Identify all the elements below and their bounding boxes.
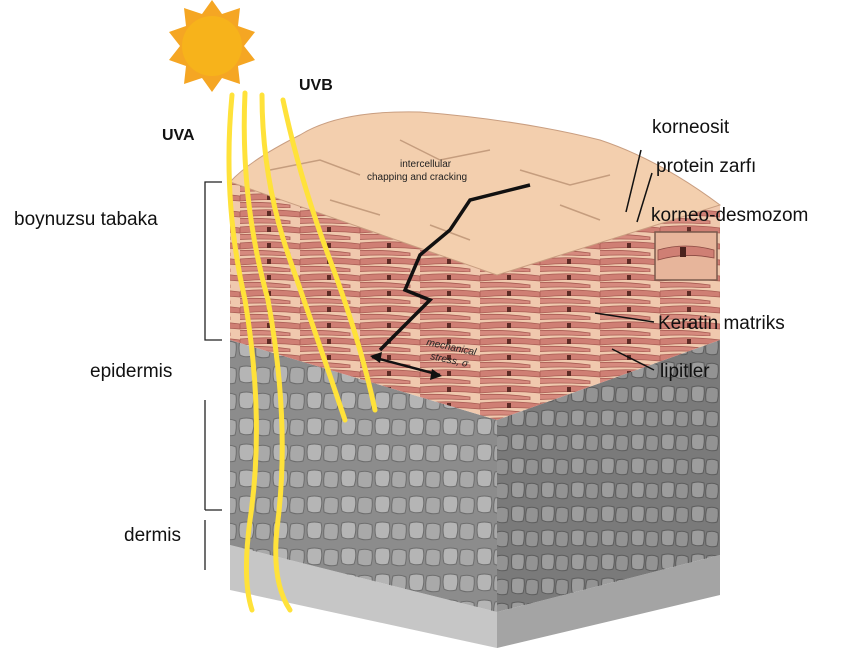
- uvb-label: UVB: [299, 78, 333, 94]
- layer-brackets: [205, 182, 222, 570]
- epidermis-label: epidermis: [90, 362, 172, 381]
- lipids-label: lipitler: [660, 362, 710, 381]
- cracking-annotation-1: intercellular: [400, 159, 452, 170]
- keratin-matrix-label: Keratin matriks: [658, 314, 785, 333]
- dermis-label: dermis: [124, 526, 181, 545]
- stratum-corneum-label: boynuzsu tabaka: [14, 210, 158, 229]
- cracking-annotation-2: chapping and cracking: [367, 172, 467, 183]
- protein-envelope-label: protein zarfı: [656, 157, 756, 176]
- uva-label: UVA: [162, 128, 195, 144]
- corneodesmosome-label: korneo-desmozom: [651, 206, 808, 225]
- corneocyte-label: korneosit: [652, 118, 729, 137]
- sun-icon: [169, 0, 255, 92]
